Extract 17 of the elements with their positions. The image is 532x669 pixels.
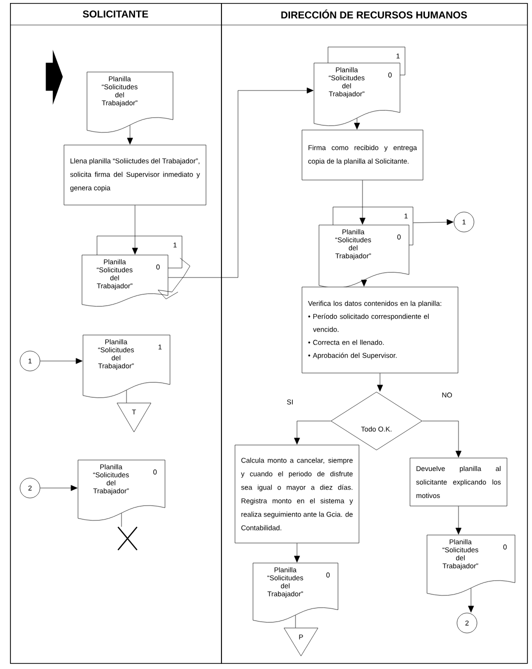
arrow <box>168 88 314 278</box>
arrow <box>468 588 474 612</box>
arrow <box>354 118 360 130</box>
arrow <box>40 358 82 364</box>
arrow <box>413 219 454 226</box>
arrow <box>294 420 331 444</box>
arrow <box>127 125 133 144</box>
arrow <box>294 543 300 562</box>
arrow <box>360 180 366 224</box>
arrow <box>40 485 78 491</box>
start-arrow <box>46 50 63 105</box>
arrow <box>456 506 462 534</box>
arrow <box>361 280 367 286</box>
arrow <box>422 420 462 458</box>
arrow <box>377 373 383 392</box>
arrow <box>132 205 138 254</box>
cross-mark <box>117 526 138 551</box>
